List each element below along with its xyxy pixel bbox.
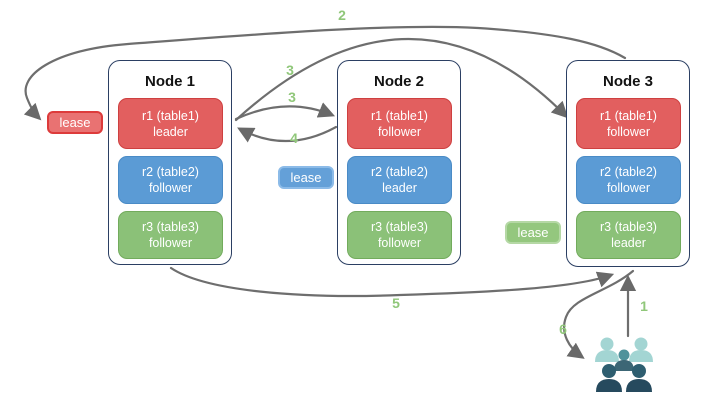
replica-role: follower (377, 124, 422, 139)
node-3-replica-r1: r1 (table1) follower (576, 98, 681, 149)
replica-name: r3 (table3) (371, 220, 428, 234)
node-3-box: Node 3 r1 (table1) follower r2 (table2) … (566, 60, 690, 267)
step-label-3-mid: 3 (288, 89, 296, 105)
users-group-icon (595, 337, 653, 392)
node-1-replica-r2: r2 (table2) follower (118, 156, 223, 204)
user-center (614, 349, 634, 371)
replica-name: r2 (table2) (371, 165, 428, 179)
replica-role: leader (611, 236, 646, 250)
lease-badge-red: lease (47, 111, 103, 134)
replica-role: leader (382, 181, 417, 195)
step-label-5: 5 (392, 295, 400, 311)
replica-name: r3 (table3) (600, 220, 657, 234)
step-label-4: 4 (290, 130, 298, 146)
replica-name: r1 (table1) (600, 108, 657, 123)
replica-role: leader (153, 124, 188, 139)
node-2-replica-r3: r3 (table3) follower (347, 211, 452, 259)
step-label-2: 2 (338, 7, 346, 23)
node-1-replica-r1: r1 (table1) leader (118, 98, 223, 149)
step-label-3-top: 3 (286, 62, 294, 78)
user-front-right (626, 364, 652, 392)
node-2-replica-r1: r1 (table1) follower (347, 98, 452, 149)
user-back-right (629, 337, 653, 362)
user-front-left (596, 364, 622, 392)
node-2-replica-r2: r2 (table2) leader (347, 156, 452, 204)
arrow-step-3-node1-to-node2 (234, 102, 336, 121)
node-2-box: Node 2 r1 (table1) follower r2 (table2) … (337, 60, 461, 265)
replica-role: follower (606, 181, 651, 195)
user-back-left (595, 337, 619, 362)
replica-role: follower (606, 124, 651, 139)
arrow-step-5-node1-to-node3 (169, 266, 615, 298)
replica-role: follower (148, 236, 193, 250)
replica-name: r2 (table2) (600, 165, 657, 179)
lease-badge-blue: lease (278, 166, 334, 189)
replica-name: r1 (table1) (142, 108, 199, 123)
node-2-title: Node 2 (373, 73, 424, 90)
lease-badge-green: lease (505, 221, 561, 244)
node-3-title: Node 3 (602, 73, 653, 90)
replica-role: follower (377, 236, 422, 250)
node-3-replica-r3: r3 (table3) leader (576, 211, 681, 259)
node-1-replica-r3: r3 (table3) follower (118, 211, 223, 259)
node-1-title: Node 1 (144, 73, 195, 90)
replica-name: r3 (table3) (142, 220, 199, 234)
replica-name: r2 (table2) (142, 165, 199, 179)
step-label-6: 6 (559, 321, 567, 337)
node-1-box: Node 1 r1 (table1) leader r2 (table2) fo… (108, 60, 232, 265)
node-3-replica-r2: r2 (table2) follower (576, 156, 681, 204)
replica-role: follower (148, 181, 193, 195)
step-label-1: 1 (640, 298, 648, 314)
replica-name: r1 (table1) (371, 108, 428, 123)
